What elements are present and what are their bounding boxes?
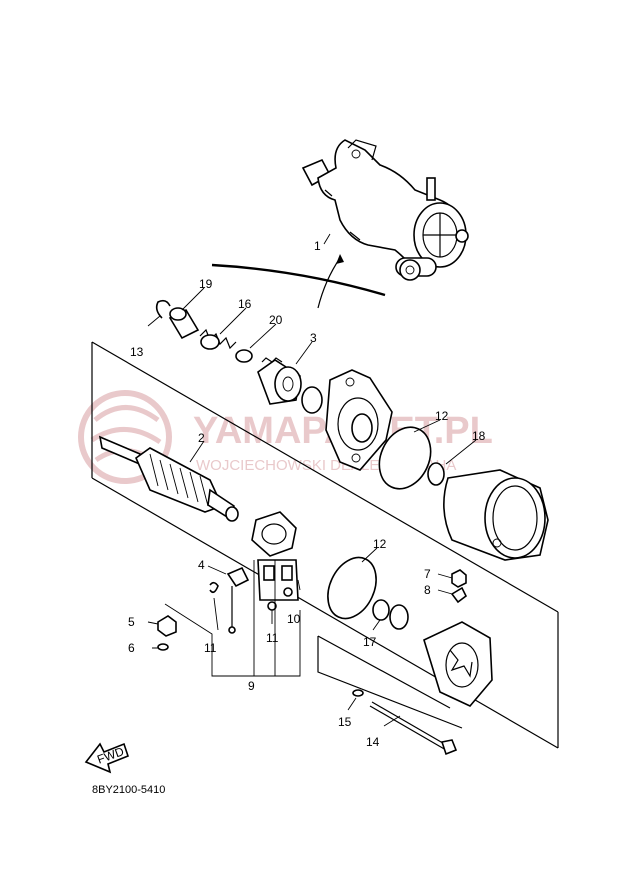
exploded-view-frame	[91, 341, 559, 749]
callout-4: 4	[198, 558, 205, 572]
callout-14: 14	[366, 735, 380, 749]
nut-5-part	[157, 615, 177, 637]
callout-labels: 1 19 16 20 3 13 2 12 18 12 4 7 8 5 10 6 …	[128, 239, 486, 749]
callout-8: 8	[424, 583, 431, 597]
washer-6-part	[157, 643, 169, 651]
callout-5: 5	[128, 615, 135, 629]
callout-2: 2	[198, 431, 205, 445]
armature-part	[98, 435, 239, 522]
grommet-8-part	[450, 586, 468, 604]
callout-13: 13	[130, 345, 144, 359]
callout-11-left: 11	[204, 641, 217, 655]
washer-17a-part	[372, 599, 390, 621]
callout-20: 20	[269, 313, 283, 327]
callout-15: 15	[338, 715, 352, 729]
brush-holder-plate	[251, 511, 299, 611]
callout-1: 1	[314, 239, 321, 253]
spring-part	[199, 328, 237, 350]
diagram-code: 8BY2100-5410	[92, 784, 165, 796]
callout-12-upper: 12	[435, 409, 449, 423]
pinion-clutch-part	[257, 357, 302, 405]
front-cover-part	[325, 369, 393, 471]
callout-7: 7	[424, 567, 431, 581]
washer-17b-part	[389, 604, 409, 630]
starter-motor-assembly	[301, 139, 469, 281]
rear-cover-part	[423, 621, 493, 707]
callout-3: 3	[310, 331, 317, 345]
callout-6: 6	[128, 641, 135, 655]
through-bolt-part	[369, 701, 458, 756]
callout-19: 19	[199, 277, 213, 291]
oring-large-top	[378, 426, 432, 490]
circlip-part	[155, 299, 171, 319]
callout-leaders	[147, 233, 477, 727]
washer-18-part	[427, 462, 445, 486]
callout-17: 17	[363, 635, 377, 649]
collar-part	[168, 307, 200, 340]
callout-16: 16	[238, 297, 252, 311]
washer-15-part	[352, 689, 364, 697]
assembly-leader-line	[211, 263, 386, 297]
callout-12-lower: 12	[373, 537, 387, 551]
brush-part	[209, 566, 250, 634]
callout-9: 9	[248, 679, 255, 693]
callout-18: 18	[472, 429, 486, 443]
lower-frame-lines	[317, 635, 463, 729]
fwd-arrow-icon: FWD	[84, 742, 129, 774]
yoke-housing-part	[443, 469, 549, 561]
group-lines-9-11	[164, 560, 301, 677]
callout-11-right: 11	[266, 631, 279, 645]
nut-7-part	[451, 569, 467, 588]
washer-part	[235, 349, 253, 363]
callout-10: 10	[287, 612, 301, 626]
oring-small	[301, 386, 323, 414]
